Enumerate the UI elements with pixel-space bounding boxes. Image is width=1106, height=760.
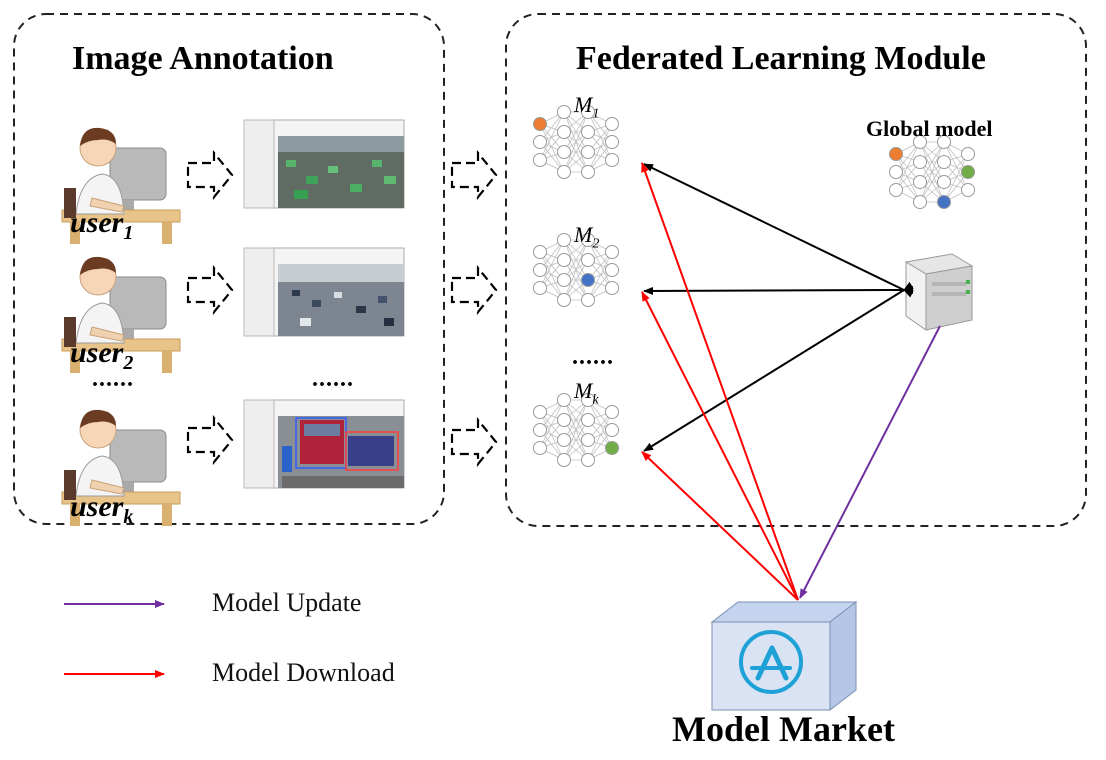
nn-node — [581, 273, 595, 287]
nn-node — [533, 405, 547, 419]
legend-download-label: Model Download — [212, 658, 395, 687]
nn-node — [557, 433, 571, 447]
annotation-panel-border — [13, 13, 445, 525]
nn-node — [581, 145, 595, 159]
nn-node — [533, 153, 547, 167]
nn-node — [581, 253, 595, 267]
nn-node — [581, 125, 595, 139]
user-to-annotation-arrow-1 — [186, 151, 234, 199]
nn-node — [605, 423, 619, 437]
nn-node — [533, 245, 547, 259]
nn-node — [533, 281, 547, 295]
user-to-annotation-arrow-2 — [186, 266, 234, 314]
nn-node — [557, 413, 571, 427]
nn-node — [533, 117, 547, 131]
nn-node — [961, 183, 975, 197]
nn-node — [581, 105, 595, 119]
nn-node — [533, 423, 547, 437]
app-store-icon — [739, 630, 803, 694]
nn-node — [557, 393, 571, 407]
nn-node — [581, 233, 595, 247]
model-market-cube — [710, 600, 858, 712]
neural-net-m2 — [533, 233, 619, 307]
server-icon — [904, 253, 974, 331]
nn-node — [557, 125, 571, 139]
nn-node — [889, 147, 903, 161]
nn-node — [557, 233, 571, 247]
image-ellipsis: ...... — [312, 366, 354, 392]
fl-panel-title: Federated Learning Module — [576, 40, 986, 77]
sync-arrow-m2 — [643, 285, 914, 295]
sync-arrow-mk — [643, 281, 914, 452]
nn-node — [605, 135, 619, 149]
annotation-screenshot-2 — [243, 247, 405, 337]
update-arrow-server-to-market — [799, 325, 941, 599]
nn-node — [937, 155, 951, 169]
sync-arrow-m1 — [643, 163, 914, 298]
model-market-label: Model Market — [672, 709, 895, 749]
model-ellipsis: ...... — [572, 344, 614, 370]
nn-node — [557, 145, 571, 159]
annotation-screenshot-k — [243, 399, 405, 489]
nn-node — [889, 165, 903, 179]
nn-node — [557, 165, 571, 179]
legend-update-label: Model Update — [212, 588, 362, 617]
nn-node — [913, 135, 927, 149]
download-arrow-m2 — [641, 291, 799, 601]
nn-node — [961, 165, 975, 179]
download-arrow-m1 — [641, 162, 799, 601]
nn-node — [937, 195, 951, 209]
nn-node — [913, 175, 927, 189]
nn-node — [533, 441, 547, 455]
nn-node — [913, 155, 927, 169]
model-label-1: M1 — [574, 92, 600, 122]
nn-node — [557, 293, 571, 307]
nn-node — [961, 147, 975, 161]
nn-node — [605, 117, 619, 131]
nn-node — [581, 433, 595, 447]
nn-node — [937, 175, 951, 189]
model-label-2: M2 — [574, 222, 600, 252]
global-model-label: Global model — [866, 116, 993, 141]
user-label-2: user2 — [70, 336, 134, 374]
user-to-annotation-arrow-k — [186, 416, 234, 464]
fl-panel-border — [505, 13, 1087, 527]
nn-node — [557, 273, 571, 287]
user-label-1: user1 — [70, 206, 134, 244]
nn-node — [605, 441, 619, 455]
annotation-to-model-arrow-1 — [450, 151, 498, 199]
nn-node — [605, 405, 619, 419]
annotation-to-model-arrow-2 — [450, 266, 498, 314]
nn-node — [937, 135, 951, 149]
nn-node — [581, 453, 595, 467]
nn-node — [913, 195, 927, 209]
nn-node — [581, 393, 595, 407]
nn-node — [605, 245, 619, 259]
nn-node — [581, 165, 595, 179]
download-arrow-mk — [641, 451, 799, 601]
user-ellipsis: ...... — [92, 366, 134, 392]
nn-node — [557, 253, 571, 267]
user-label-k: userk — [70, 490, 134, 528]
annotation-screenshot-1 — [243, 119, 405, 209]
annotation-panel-title: Image Annotation — [72, 40, 334, 77]
nn-node — [557, 105, 571, 119]
neural-net-mk — [533, 393, 619, 467]
nn-node — [889, 183, 903, 197]
nn-node — [581, 413, 595, 427]
nn-node — [605, 153, 619, 167]
nn-node — [557, 453, 571, 467]
nn-node — [605, 281, 619, 295]
nn-node — [533, 135, 547, 149]
neural-net-m1 — [533, 105, 619, 179]
nn-node — [605, 263, 619, 277]
nn-node — [533, 263, 547, 277]
annotation-to-model-arrow-k — [450, 418, 498, 466]
neural-net-global — [889, 135, 975, 209]
model-label-k: Mk — [574, 378, 599, 408]
nn-node — [581, 293, 595, 307]
